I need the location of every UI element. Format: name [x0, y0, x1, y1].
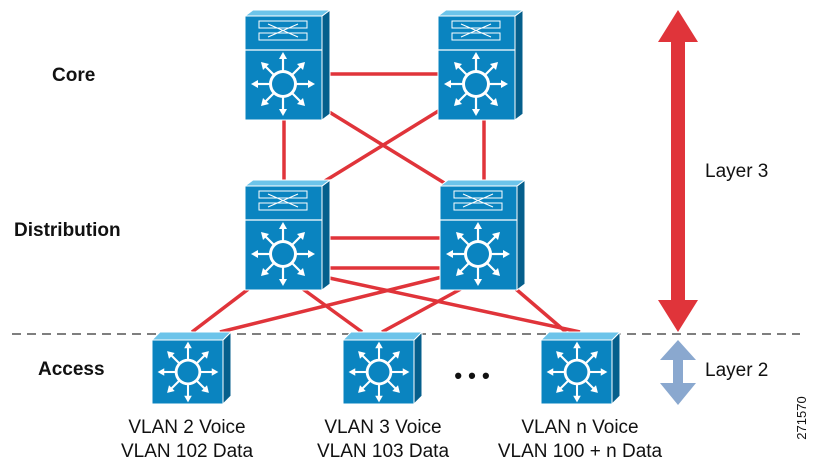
access-3-voice-vlan: VLAN n Voice — [521, 417, 638, 438]
access-switch-2 — [341, 330, 424, 406]
access-1-data-vlan: VLAN 102 Data — [121, 441, 253, 462]
tier-label-access: Access — [38, 359, 105, 380]
layer3-arrow-icon — [658, 10, 698, 332]
link-core1-dist2 — [325, 108, 447, 186]
layer2-arrow-icon — [660, 340, 696, 405]
core-switch-2 — [436, 9, 525, 121]
access-switch-1 — [150, 330, 233, 406]
distribution-switch-2 — [438, 179, 527, 291]
access-switch-3 — [539, 330, 622, 406]
tier-label-core: Core — [52, 65, 95, 86]
tier-label-distribution: Distribution — [14, 220, 121, 241]
figure-id: 271570 — [794, 396, 809, 439]
layer3-label: Layer 3 — [705, 161, 768, 182]
access-1-voice-vlan: VLAN 2 Voice — [128, 417, 245, 438]
access-2-voice-vlan: VLAN 3 Voice — [324, 417, 441, 438]
ellipsis: • • • — [454, 363, 489, 388]
link-dist1-acc2 — [294, 282, 364, 334]
link-dist2-acc1 — [219, 274, 447, 334]
distribution-switch-1 — [243, 179, 332, 291]
link-dist1-acc1 — [190, 282, 257, 334]
link-dist1-acc3 — [319, 274, 581, 334]
access-3-data-vlan: VLAN 100 + n Data — [498, 441, 663, 462]
layer2-label: Layer 2 — [705, 360, 768, 381]
access-2-data-vlan: VLAN 103 Data — [317, 441, 449, 462]
link-dist2-acc2 — [381, 282, 471, 334]
links — [190, 72, 581, 334]
link-core2-dist1 — [319, 108, 441, 186]
link-dist2-acc3 — [508, 282, 568, 334]
core-switch-1 — [243, 9, 332, 121]
